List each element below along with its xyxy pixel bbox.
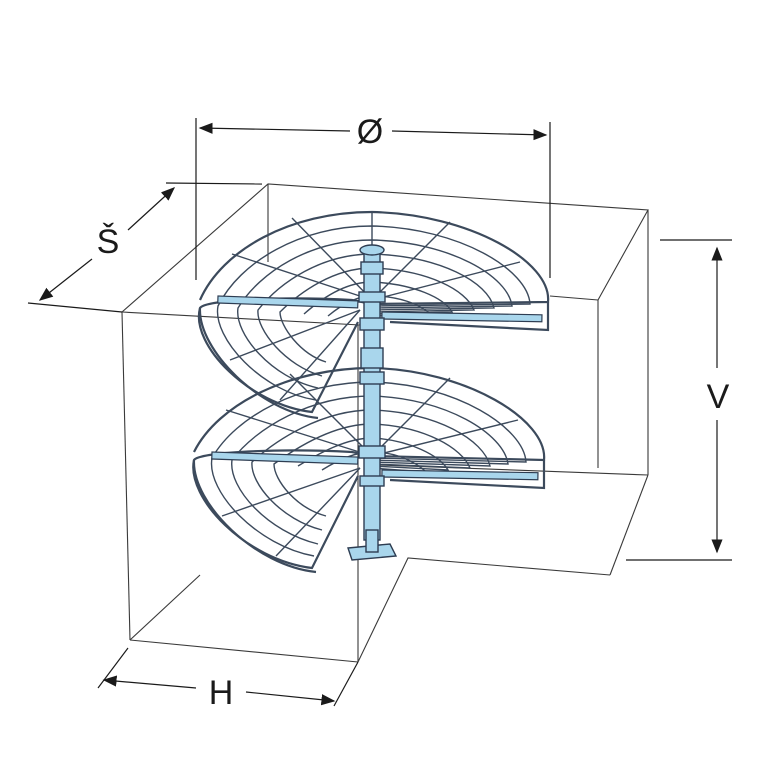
height-label: V: [707, 378, 730, 416]
central-pole: [347, 244, 398, 561]
dimension-lines: [27, 118, 732, 707]
width-label: H: [209, 674, 234, 712]
depth-label: Š: [97, 223, 120, 261]
cabinet-outline: [121, 183, 649, 663]
diameter-label: Ø: [357, 113, 383, 151]
upper-basket: [197, 210, 550, 420]
